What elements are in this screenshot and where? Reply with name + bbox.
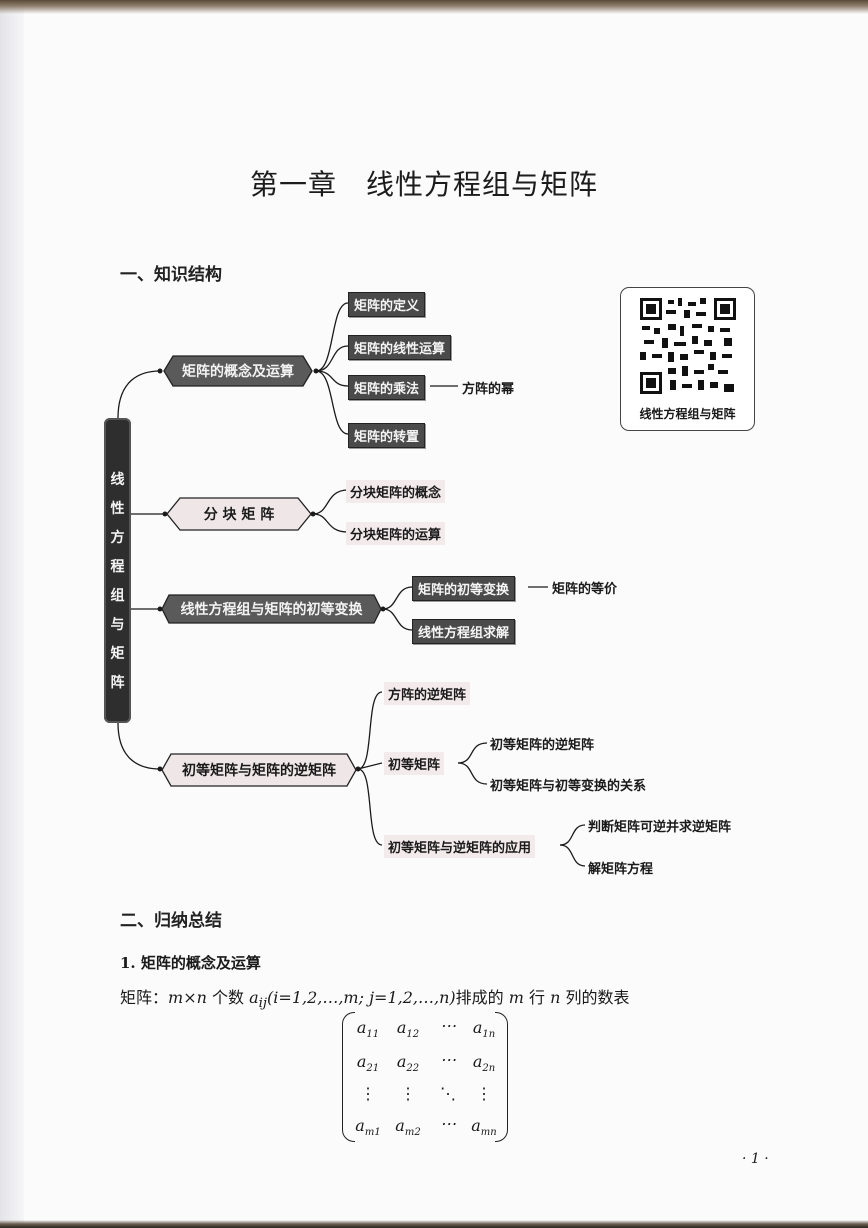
def-m: m (508, 988, 524, 1007)
root-char: 线 (110, 472, 125, 488)
matrix-cell: a22 (396, 1052, 420, 1075)
leaf-node: 分块矩阵的概念 (346, 480, 446, 503)
qr-code-card[interactable]: 线性方程组与矩阵 (620, 287, 755, 431)
branch-label: 矩阵的概念及运算 (182, 364, 294, 380)
matrix-definition: 矩阵：m×n 个数 aij(i=1,2,…,m; j=1,2,…,n)排成的 m… (120, 984, 629, 1011)
leaf-node: 解矩阵方程 (588, 862, 654, 877)
def-text: 排成的 (455, 988, 509, 1007)
section-heading-structure: 一、知识结构 (120, 265, 222, 285)
leaf-node: 分块矩阵的运算 (346, 522, 446, 545)
page-bottom-shadow (0, 1220, 868, 1228)
def-text: 列的数表 (560, 988, 630, 1007)
qr-code-icon (640, 298, 736, 394)
page-left-edge (0, 0, 24, 1228)
chapter-title: 第一章 线性方程组与矩阵 (250, 168, 599, 201)
branch-label: 初等矩阵与矩阵的逆矩阵 (182, 763, 336, 779)
section-heading-summary: 二、归纳总结 (120, 911, 222, 931)
leaf-extra: 方阵的幂 (462, 382, 515, 397)
matrix-cell: ⋯ (440, 1016, 456, 1035)
branch-label: 线性方程组与矩阵的初等变换 (180, 602, 363, 618)
matrix-cell: ⋮ (360, 1084, 376, 1103)
matrix-cell: am1 (355, 1116, 381, 1139)
matrix-cell: a1n (472, 1018, 496, 1041)
branch-node-matrix-concept: 矩阵的概念及运算 (163, 355, 313, 387)
matrix-cell: amn (471, 1116, 497, 1139)
root-char: 方 (110, 530, 125, 546)
leaf-node: 矩阵的乘法 (348, 375, 426, 400)
root-char: 性 (110, 501, 125, 517)
def-aij-sub: ij (258, 996, 268, 1012)
general-matrix: a11 a12 ⋯ a1n a21 a22 ⋯ a2n ⋮ ⋮ ⋱ ⋮ am1 … (342, 1012, 508, 1142)
page-number: · 1 · (742, 1151, 769, 1167)
def-mxn: m×n (168, 988, 207, 1007)
def-text: 行 (523, 988, 551, 1007)
root-char: 阵 (110, 675, 125, 691)
leaf-node: 矩阵的定义 (348, 292, 426, 317)
leaf-node: 线性方程组求解 (412, 619, 516, 644)
branch-label: 分 块 矩 阵 (203, 507, 275, 523)
root-char: 矩 (110, 646, 125, 662)
leaf-node: 矩阵的初等变换 (412, 576, 516, 601)
branch-node-linear-equations: 线性方程组与矩阵的初等变换 (161, 594, 382, 624)
leaf-node: 初等矩阵与逆矩阵的应用 (384, 835, 536, 858)
root-char: 与 (110, 617, 125, 633)
def-n: n (550, 988, 561, 1007)
leaf-node: 初等矩阵 (384, 752, 445, 775)
subheading-matrix-concept: 1. 矩阵的概念及运算 (120, 954, 261, 972)
matrix-cell: ⋱ (440, 1084, 456, 1103)
branch-node-block-matrix: 分 块 矩 阵 (166, 497, 312, 531)
def-text: 个数 (206, 988, 250, 1007)
matrix-cell: am2 (395, 1116, 421, 1139)
qr-caption: 线性方程组与矩阵 (639, 407, 736, 421)
branch-node-elementary-inverse: 初等矩阵与矩阵的逆矩阵 (161, 753, 357, 787)
def-range: (i=1,2,…,m; j=1,2,…,n) (267, 988, 456, 1007)
leaf-node: 矩阵的线性运算 (348, 335, 452, 360)
leaf-node: 判断矩阵可逆并求逆矩阵 (588, 820, 732, 835)
def-aij: a (249, 988, 259, 1007)
matrix-cell: a12 (396, 1018, 420, 1041)
page-top-shadow (0, 0, 868, 14)
leaf-node: 矩阵的转置 (348, 423, 426, 448)
def-prefix: 矩阵： (120, 988, 169, 1007)
leaf-extra: 矩阵的等价 (552, 582, 618, 597)
leaf-node: 方阵的逆矩阵 (384, 682, 471, 705)
mindmap-root-node: 线 性 方 程 组 与 矩 阵 (104, 418, 131, 723)
matrix-cell: a2n (472, 1052, 496, 1075)
matrix-cell: a21 (356, 1052, 380, 1075)
matrix-cell: a11 (356, 1018, 380, 1041)
matrix-cell: ⋯ (440, 1114, 456, 1133)
leaf-node: 初等矩阵与初等变换的关系 (490, 779, 647, 794)
leaf-node: 初等矩阵的逆矩阵 (490, 738, 595, 753)
matrix-cell: ⋮ (476, 1084, 492, 1103)
root-char: 程 (110, 559, 125, 575)
matrix-cell: ⋮ (400, 1084, 416, 1103)
root-char: 组 (110, 588, 125, 604)
matrix-cell: ⋯ (440, 1050, 456, 1069)
